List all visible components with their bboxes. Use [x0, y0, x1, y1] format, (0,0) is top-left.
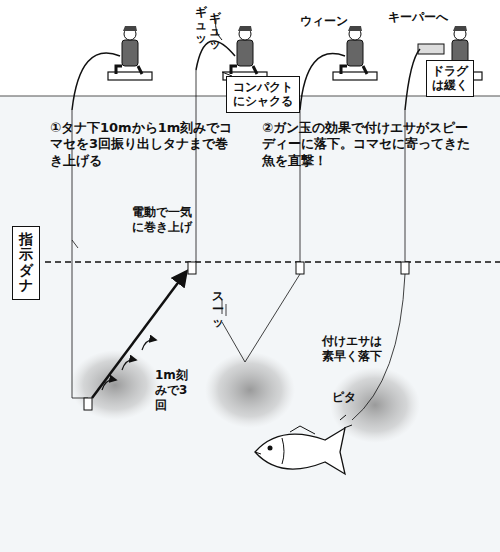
annotation-text: ②ガン玉の効果で付けエサがスピーディーに落下。コマセに寄ってきた魚を直撃！	[262, 120, 477, 169]
annotation-text: キーパーへ	[388, 10, 448, 25]
note-box: コンパクトにシャクる	[226, 76, 300, 113]
box-text: 指示ダナ	[19, 232, 33, 294]
box-text: コンパクトにシャクる	[230, 80, 296, 109]
annotation-text: ウィーン	[300, 14, 348, 29]
annotation-text: スーッ	[212, 290, 224, 330]
annotation-text: 付けエサは素早く落下	[322, 334, 388, 364]
note-box: 指示ダナ	[12, 226, 40, 300]
annotation-text: ギュッ	[195, 6, 207, 46]
annotation-text: ピタ	[332, 390, 356, 405]
annotation-text: ギュッ	[209, 12, 221, 52]
annotation-text: ①タナ下10mから1m刻みでコマセを3回振り出しタナまで巻き上げる	[50, 120, 240, 169]
annotation-text: 1m刻みで3回	[155, 368, 197, 413]
note-box: ドラグは緩く	[426, 60, 474, 97]
box-text: ドラグは緩く	[430, 64, 470, 93]
annotation-text: 電動で一気に巻き上げ	[132, 205, 202, 235]
